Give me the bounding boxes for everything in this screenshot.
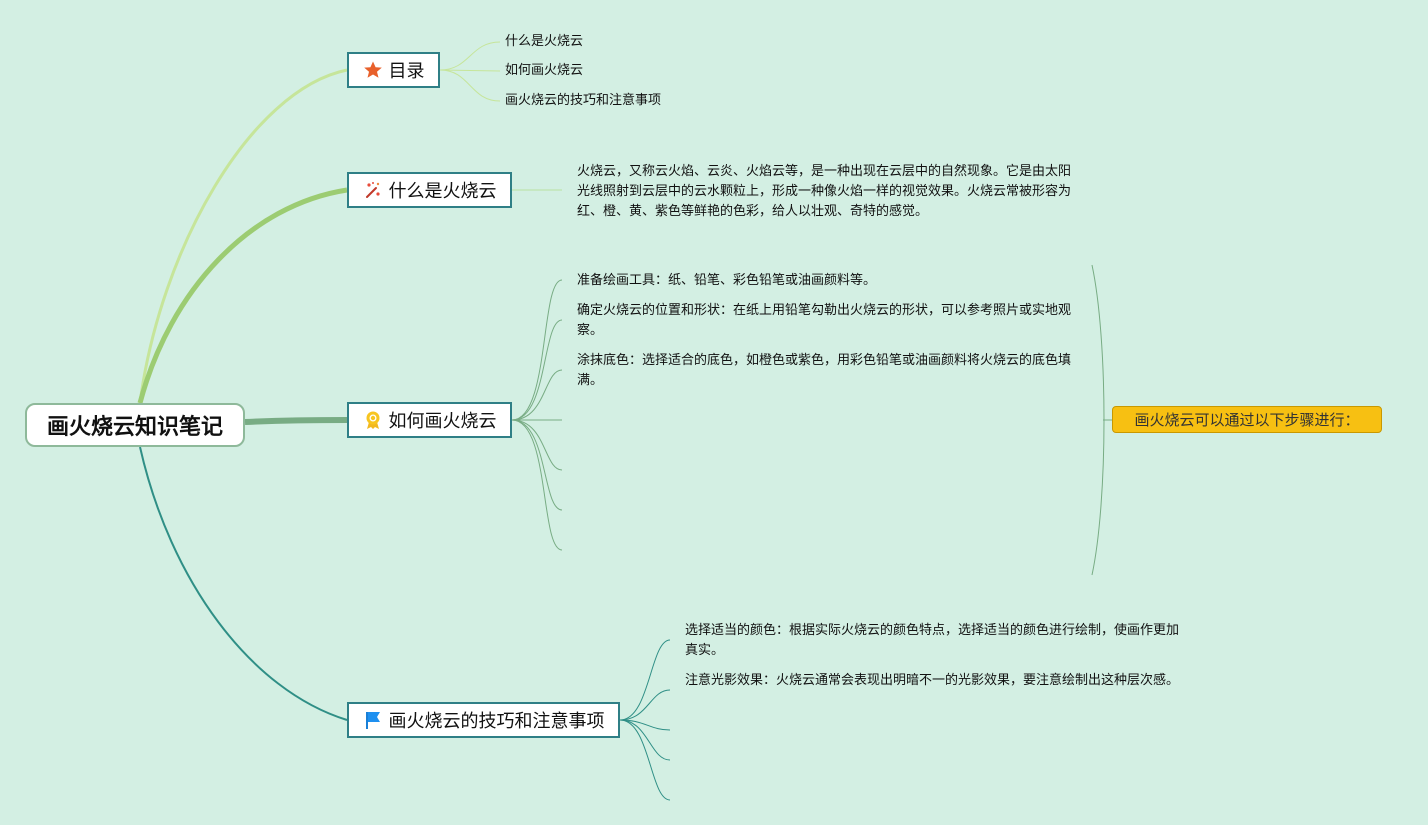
tips-item-2[interactable]: 注意光影效果：火烧云通常会表现出明暗不一的光影效果，要注意绘制出这种层次感。 bbox=[685, 673, 1180, 688]
how-to-summary[interactable]: 画火烧云可以通过以下步骤进行： bbox=[1112, 406, 1382, 433]
contents-item-2[interactable]: 如何画火烧云 bbox=[505, 63, 584, 78]
contents-item-3[interactable]: 画火烧云的技巧和注意事项 bbox=[505, 93, 662, 108]
how-to-step-1[interactable]: 准备绘画工具：纸、铅笔、彩色铅笔或油画颜料等。 bbox=[577, 273, 877, 288]
award-medal-icon bbox=[363, 410, 383, 430]
flag-icon bbox=[363, 710, 383, 730]
root-topic[interactable]: 画火烧云知识笔记 bbox=[25, 403, 245, 447]
sparkle-wand-icon bbox=[363, 180, 383, 200]
branch-what-is[interactable]: 什么是火烧云 bbox=[347, 172, 512, 208]
star-icon bbox=[363, 60, 383, 80]
root-topic-label: 画火烧云知识笔记 bbox=[46, 415, 223, 440]
how-to-step-2[interactable]: 确定火烧云的位置和形状：在纸上用铅笔勾勒出火烧云的形状，可以参考照片或实地观察。 bbox=[577, 303, 1072, 338]
branch-what-is-label: 什么是火烧云 bbox=[388, 181, 497, 202]
branch-tips[interactable]: 画火烧云的技巧和注意事项 bbox=[347, 702, 620, 738]
how-to-step-3[interactable]: 涂抹底色：选择适合的底色，如橙色或紫色，用彩色铅笔或油画颜料将火烧云的底色填满。 bbox=[577, 353, 1072, 388]
contents-item-1[interactable]: 什么是火烧云 bbox=[505, 34, 584, 49]
branch-contents[interactable]: 目录 bbox=[347, 52, 440, 88]
how-to-summary-label: 画火烧云可以通过以下步骤进行： bbox=[1134, 411, 1360, 429]
branch-tips-label: 画火烧云的技巧和注意事项 bbox=[388, 711, 605, 732]
what-is-description[interactable]: 火烧云，又称云火焰、云炎、火焰云等，是一种出现在云层中的自然现象。它是由太阳光线… bbox=[577, 164, 1072, 219]
tips-item-1[interactable]: 选择适当的颜色：根据实际火烧云的颜色特点，选择适当的颜色进行绘制，使画作更加真实… bbox=[685, 623, 1180, 658]
branch-how-to[interactable]: 如何画火烧云 bbox=[347, 402, 512, 438]
branch-contents-label: 目录 bbox=[388, 61, 425, 82]
branch-how-to-label: 如何画火烧云 bbox=[388, 411, 497, 432]
